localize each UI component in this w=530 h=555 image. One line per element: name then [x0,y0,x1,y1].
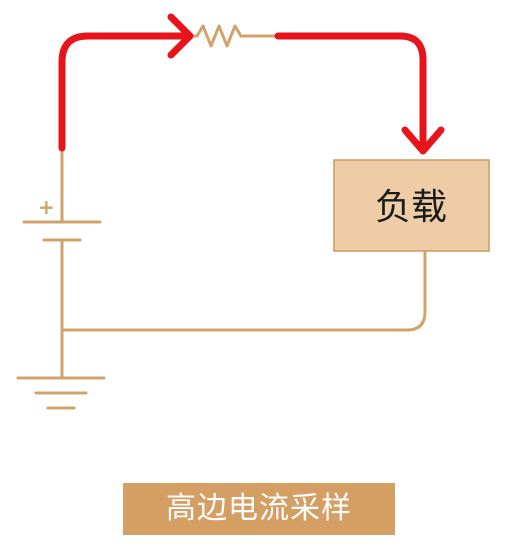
load-box [333,159,490,252]
resistor-zigzag [195,24,243,48]
load-label: 负载 [375,187,447,228]
battery-plus-label: + [38,195,55,219]
return-wire [60,248,427,332]
current-arrow-down [401,126,445,155]
current-path-left [58,32,190,152]
caption-label: 高边电流采样 [123,483,395,535]
current-arrow-right [167,13,194,59]
current-path-right [274,32,427,150]
